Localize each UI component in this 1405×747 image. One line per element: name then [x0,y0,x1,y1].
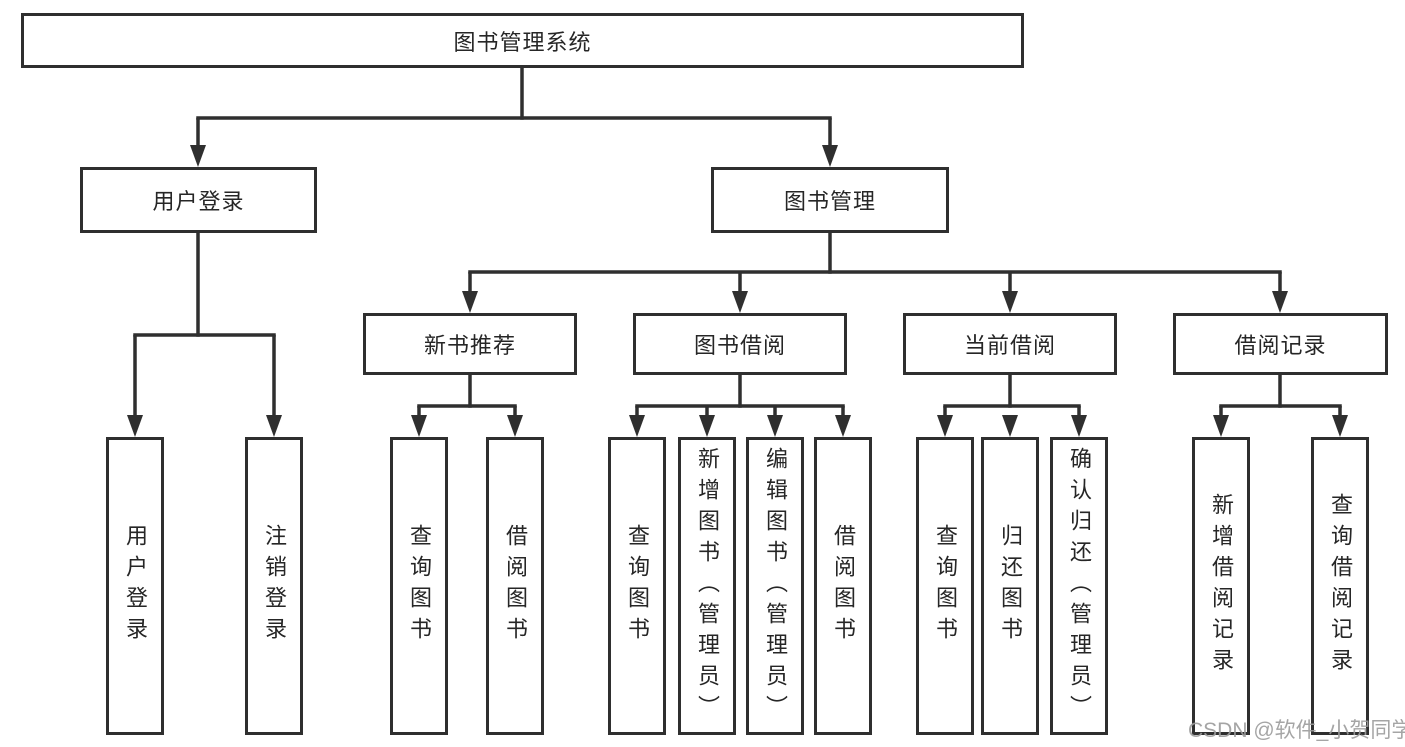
node-book-management: 图书管理 [711,167,949,233]
leaf-return-book-label: 归还图书 [998,524,1023,648]
leaf-query-books-current: 查询图书 [916,437,974,735]
leaf-logout-label: 注销登录 [262,524,287,648]
leaf-edit-book-admin-label: 编辑图书（管理员） [763,446,788,726]
node-current-borrowing: 当前借阅 [903,313,1117,375]
leaf-borrow-books-borrowing: 借阅图书 [814,437,872,735]
node-book-management-label: 图书管理 [783,189,876,214]
node-new-book-recommend-label: 新书推荐 [423,333,516,358]
node-book-borrowing-label: 图书借阅 [693,333,786,358]
leaf-add-book-admin-label: 新增图书（管理员） [695,446,720,726]
node-book-borrowing: 图书借阅 [633,313,847,375]
leaf-confirm-return-admin: 确认归还（管理员） [1050,437,1108,735]
leaf-query-borrow-record: 查询借阅记录 [1311,437,1369,735]
leaf-query-books-borrowing-label: 查询图书 [625,524,650,648]
node-library-system-label: 图书管理系统 [453,29,592,55]
leaf-add-borrow-record-label: 新增借阅记录 [1209,493,1234,679]
node-current-borrowing-label: 当前借阅 [963,333,1056,358]
leaf-query-books-borrowing: 查询图书 [608,437,666,735]
leaf-borrow-books-recommend: 借阅图书 [486,437,544,735]
node-borrowing-records-label: 借阅记录 [1234,333,1327,358]
leaf-query-books-recommend: 查询图书 [390,437,448,735]
leaf-confirm-return-admin-label: 确认归还（管理员） [1067,446,1092,726]
leaf-borrow-books-borrowing-label: 借阅图书 [831,524,856,648]
node-new-book-recommend: 新书推荐 [363,313,577,375]
leaf-borrow-books-recommend-label: 借阅图书 [503,524,528,648]
node-borrowing-records: 借阅记录 [1173,313,1388,375]
leaf-logout: 注销登录 [245,437,303,735]
node-user-login-label: 用户登录 [152,189,245,214]
leaf-user-login-label: 用户登录 [123,524,148,648]
node-user-login: 用户登录 [80,167,317,233]
csdn-watermark: CSDN @软件_小贺同学 [1188,719,1405,742]
node-library-system: 图书管理系统 [21,13,1024,68]
leaf-query-borrow-record-label: 查询借阅记录 [1328,493,1353,679]
leaf-query-books-current-label: 查询图书 [933,524,958,648]
leaf-edit-book-admin: 编辑图书（管理员） [746,437,804,735]
leaf-user-login: 用户登录 [106,437,164,735]
leaf-return-book: 归还图书 [981,437,1039,735]
leaf-add-borrow-record: 新增借阅记录 [1192,437,1250,735]
leaf-query-books-recommend-label: 查询图书 [407,524,432,648]
leaf-add-book-admin: 新增图书（管理员） [678,437,736,735]
